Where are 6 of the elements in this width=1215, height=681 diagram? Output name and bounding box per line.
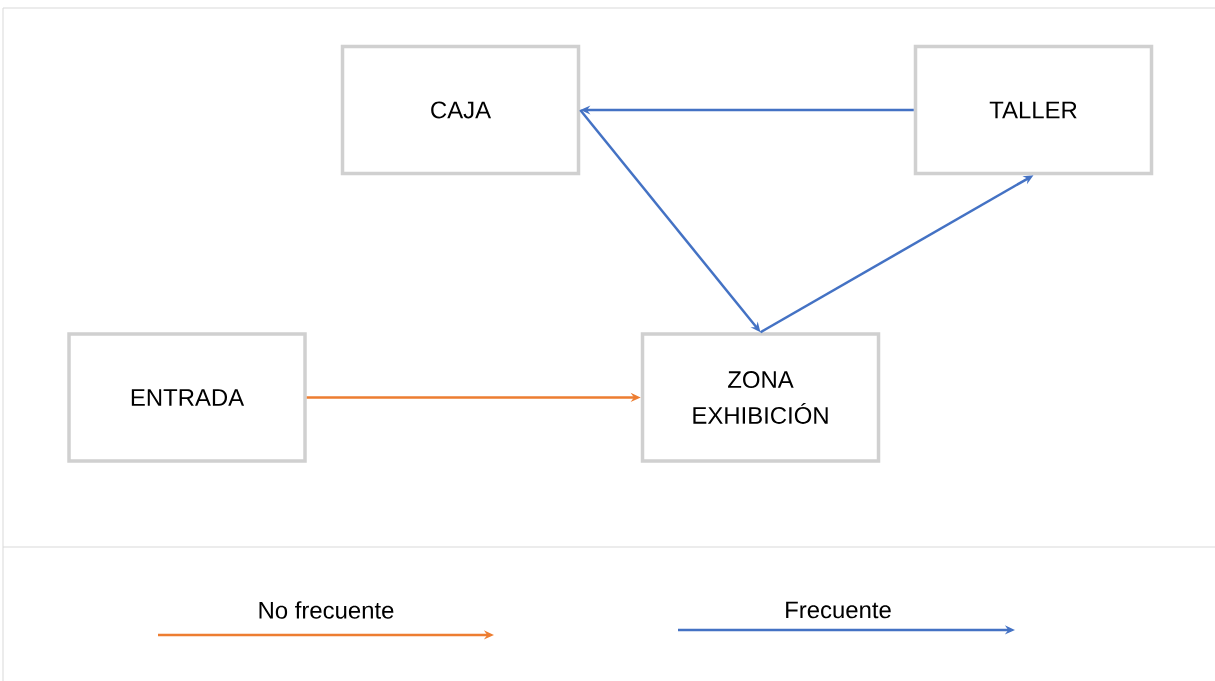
process-box: CAJA	[340, 44, 581, 176]
process-box: ENTRADA	[67, 332, 307, 463]
legend-label: No frecuente	[259, 601, 394, 619]
process-box: ZONA EXHIBICIÓN	[640, 332, 881, 463]
process-box: TALLER	[913, 44, 1154, 176]
legend-label: Frecuente	[786, 601, 891, 619]
